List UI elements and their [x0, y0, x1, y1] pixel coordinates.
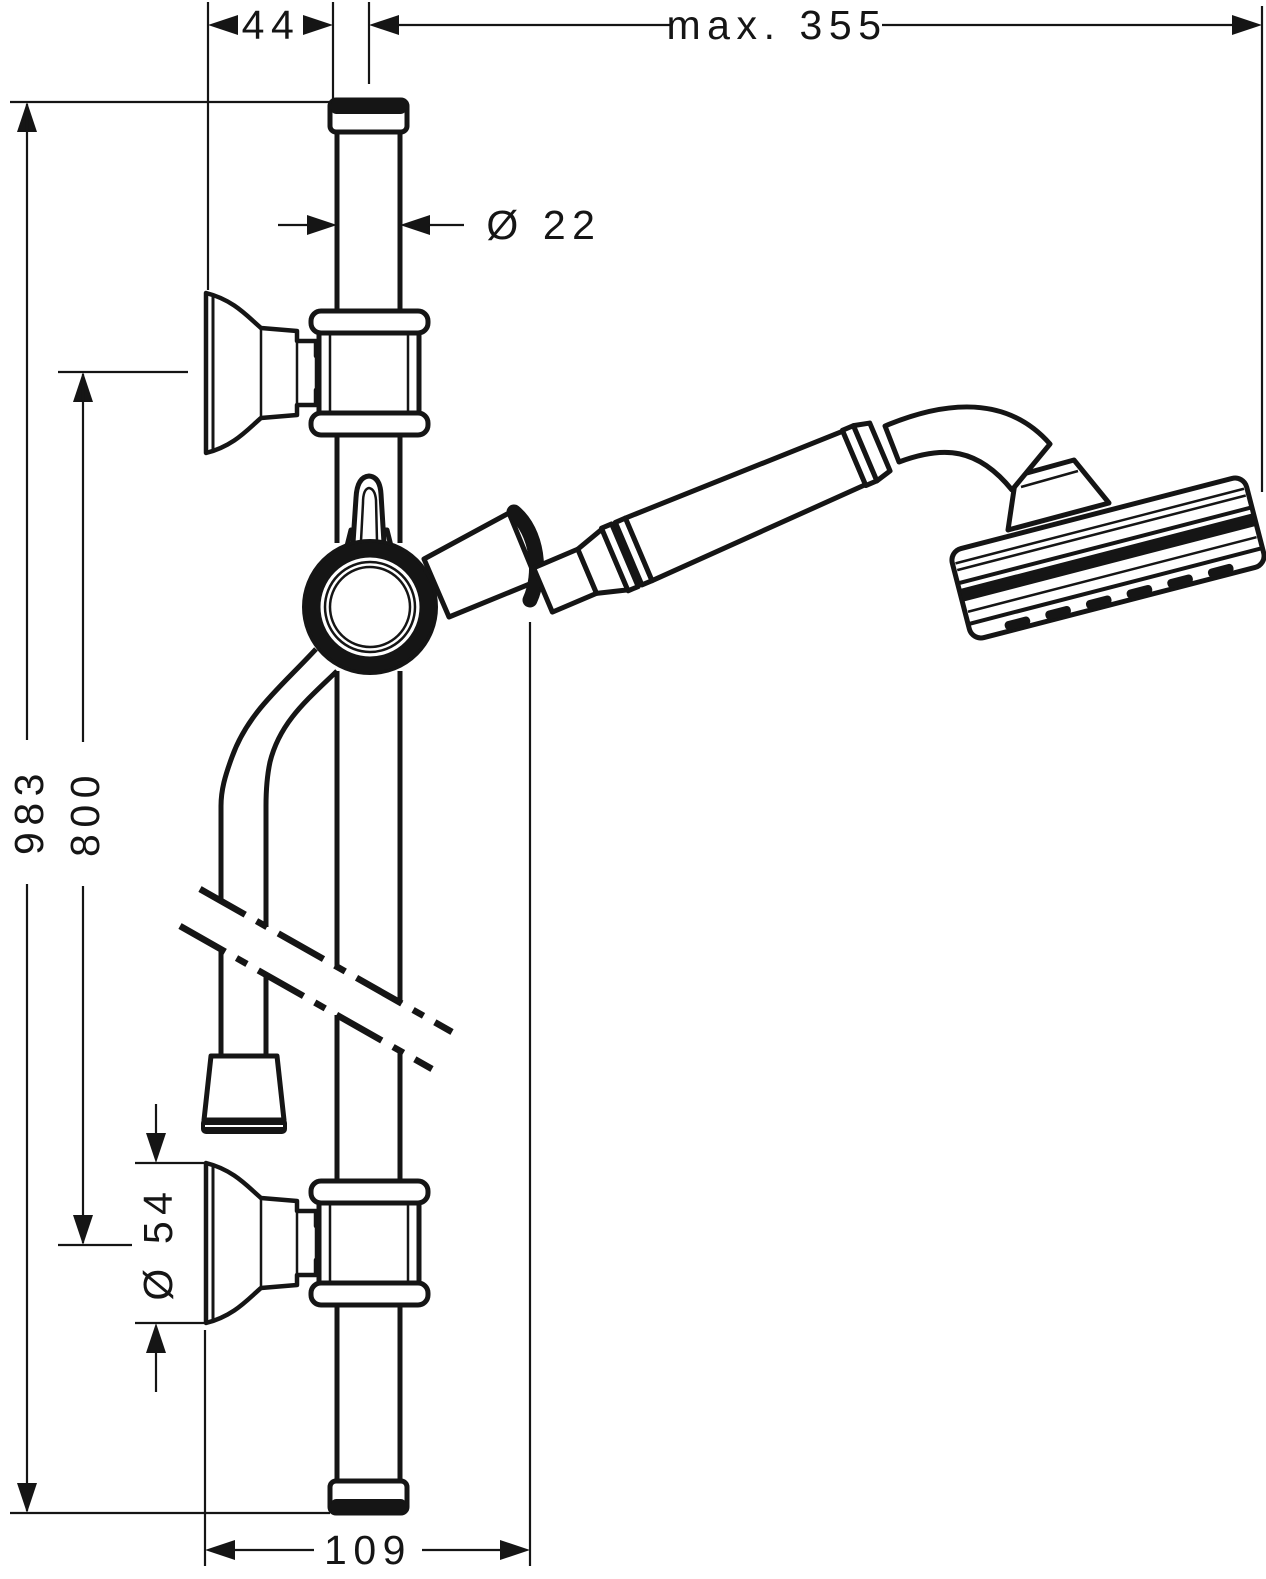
wall-mount-bottom: [203, 1160, 431, 1326]
slider-ring: [302, 539, 438, 675]
handshower-grip: [531, 420, 893, 615]
dimension-extension-lines: [10, 2, 1264, 1566]
slider-lever: [344, 473, 394, 549]
dimension-800: 800: [62, 372, 108, 1245]
holder-clamp-crescent: [506, 504, 545, 608]
dimension-label-983: 983: [6, 767, 52, 855]
wall-mount-top: [203, 290, 431, 456]
dimension-983: 983: [6, 102, 52, 1513]
dimension-label-dia-22: Ø 22: [486, 202, 601, 248]
break-lines: [178, 886, 454, 1072]
shower-hose: [218, 647, 339, 1056]
dimension-label-800: 800: [62, 769, 108, 857]
bar-top-cap: [327, 97, 410, 135]
bar-bottom-cap: [327, 1478, 410, 1516]
hose-end-fitting: [201, 1053, 287, 1134]
handshower-bell-connector: [1005, 457, 1112, 533]
handshower-neck: [882, 404, 1053, 493]
spray-nozzles: [1004, 563, 1234, 630]
dimension-dia-54: Ø 54: [135, 1133, 181, 1353]
handshower-head: [949, 475, 1266, 641]
dimension-dia-22: Ø 22: [278, 202, 601, 248]
dimension-109: 109: [205, 1527, 530, 1573]
dimension-label-109: 109: [324, 1527, 412, 1573]
dimension-max-355: max. 355: [369, 2, 1262, 48]
wall-bar: [334, 132, 403, 1484]
dimension-44: 44: [208, 2, 333, 48]
dimension-label-dia-54: Ø 54: [135, 1185, 181, 1300]
dimension-label-max-355: max. 355: [666, 2, 887, 48]
dimension-label-44: 44: [242, 2, 301, 48]
